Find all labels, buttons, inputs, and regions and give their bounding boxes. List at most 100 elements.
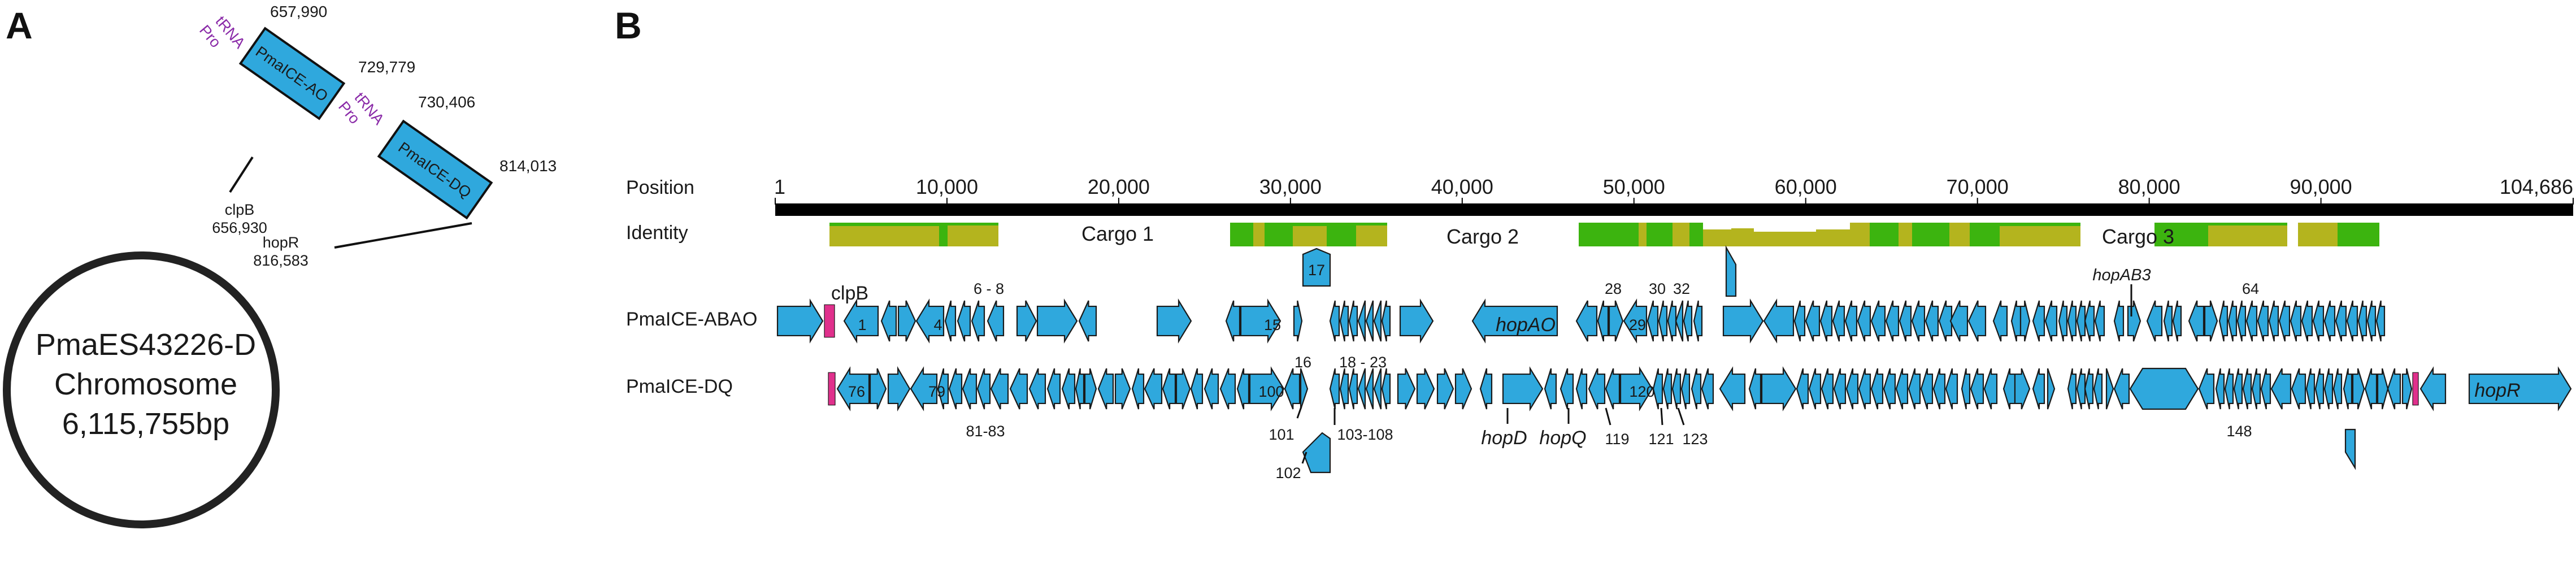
trna-marker bbox=[828, 372, 836, 406]
gene-arrow bbox=[2002, 368, 2016, 410]
gene-abao-up-arrow bbox=[1725, 245, 1737, 297]
gene-arrow bbox=[2257, 300, 2269, 342]
gene-arrow bbox=[1961, 368, 1971, 410]
gene-arrow bbox=[1722, 298, 1764, 344]
gene-arrow bbox=[1597, 300, 1609, 342]
chromosome-type: Chromosome bbox=[54, 367, 237, 401]
abao-gene-30-label: 30 bbox=[1649, 280, 1666, 297]
gene-arrow bbox=[1240, 298, 1282, 344]
gene-arrow bbox=[1162, 368, 1176, 410]
gene-arrow bbox=[1763, 298, 1795, 344]
dq-gene-100-label: 100 bbox=[1258, 383, 1284, 400]
ice-dq-start: 730,406 bbox=[418, 93, 475, 111]
gene-arrow bbox=[1845, 368, 1859, 410]
gene-arrow bbox=[1899, 300, 1912, 342]
axis-tick-label: 30,000 bbox=[1259, 175, 1322, 198]
gene-arrow bbox=[2419, 366, 2447, 411]
gene-arrow bbox=[1675, 300, 1684, 342]
gene-101-pointer-line bbox=[1296, 406, 1302, 419]
gene-arrow bbox=[1885, 300, 1900, 342]
gene-arrow bbox=[962, 368, 978, 410]
connector-line-right bbox=[334, 222, 472, 249]
gene-arrow bbox=[2094, 300, 2105, 342]
dq-gene-76-label: 76 bbox=[848, 383, 865, 400]
gene-arrow bbox=[2163, 300, 2173, 342]
gene-arrow bbox=[2335, 300, 2347, 342]
gene-arrow bbox=[2236, 300, 2247, 342]
gene-arrow bbox=[1061, 368, 1076, 410]
gene-arrow bbox=[1983, 368, 1998, 410]
gene-arrow bbox=[1605, 368, 1621, 410]
axis-tick-label: 104,686 bbox=[2500, 175, 2573, 198]
dq-gene-120-label: 120 bbox=[1629, 383, 1654, 400]
gene-arrow bbox=[1416, 368, 1435, 410]
gene-arrow bbox=[2387, 368, 2401, 410]
abao-gene-32-label: 32 bbox=[1673, 280, 1690, 297]
gene-arrow bbox=[1858, 368, 1871, 410]
gene-arrow bbox=[1932, 368, 1946, 410]
gene-arrow bbox=[2468, 366, 2572, 411]
gene-arrow bbox=[987, 300, 1005, 342]
gene-arrow bbox=[1819, 300, 1833, 342]
gene-arrow bbox=[1970, 368, 1984, 410]
gene-arrow bbox=[1502, 366, 1544, 411]
gene-arrow bbox=[1219, 368, 1236, 410]
gene-arrow bbox=[2291, 368, 2306, 410]
gene-119-pointer-line bbox=[1605, 407, 1611, 426]
dq-gene-101-label: 101 bbox=[1269, 426, 1294, 443]
gene-arrow bbox=[1925, 300, 1939, 342]
gene-arrow bbox=[2227, 300, 2238, 342]
gene-arrow bbox=[1190, 368, 1204, 410]
gene-arrow bbox=[1236, 368, 1250, 410]
gene-arrow bbox=[897, 300, 916, 342]
row-label-abao: PmaICE-ABAO bbox=[626, 309, 757, 330]
connector-line-left bbox=[229, 156, 254, 193]
gene-arrow bbox=[1701, 368, 1714, 410]
gene-arrow bbox=[2093, 368, 2103, 410]
clpb-label-a: clpB bbox=[225, 201, 255, 218]
gene-arrow bbox=[1693, 300, 1703, 342]
axis-tick-label: 60,000 bbox=[1775, 175, 1837, 198]
dq-gene-track bbox=[828, 366, 2572, 412]
dq-hopd-label: hopD bbox=[1481, 427, 1527, 449]
gene-arrow bbox=[2314, 368, 2325, 410]
gene-arrow bbox=[836, 366, 870, 411]
gene-arrow bbox=[1373, 300, 1382, 342]
dq-gene-148-label: 148 bbox=[2226, 423, 2252, 440]
abao-gene-17-label: 17 bbox=[1308, 262, 1325, 279]
gene-arrow bbox=[1895, 368, 1909, 410]
gene-arrow bbox=[1339, 368, 1349, 410]
gene-arrow bbox=[1658, 300, 1668, 342]
gene-arrow bbox=[1623, 298, 1648, 344]
gene-arrow bbox=[2323, 368, 2334, 410]
gene-arrow bbox=[1357, 300, 1366, 342]
gene-arrow bbox=[880, 300, 897, 342]
abao-gene-15-label: 15 bbox=[1264, 316, 1281, 333]
gene-arrow bbox=[1647, 300, 1659, 342]
gene-arrow bbox=[944, 300, 957, 342]
gene-arrow bbox=[843, 298, 879, 344]
gene-arrow bbox=[2105, 368, 2114, 410]
gene-arrow bbox=[2343, 368, 2353, 410]
dq-hopr-label: hopR bbox=[2474, 380, 2520, 401]
position-axis-bar bbox=[775, 203, 2573, 216]
gene-17 bbox=[1302, 248, 1331, 287]
gene-arrow bbox=[957, 300, 971, 342]
gene-arrow bbox=[2346, 300, 2358, 342]
gene-arrow bbox=[2268, 300, 2279, 342]
gene-arrow bbox=[1832, 300, 1845, 342]
gene-arrow bbox=[1911, 300, 1926, 342]
ice-dq-element: PmaICE-DQ bbox=[377, 119, 493, 220]
gene-arrow bbox=[887, 366, 911, 412]
chromosome-size: 6,115,755bp bbox=[62, 407, 229, 441]
gene-arrow bbox=[1559, 368, 1574, 410]
abao-gene-1-label: 1 bbox=[858, 316, 866, 333]
gene-arrow bbox=[2352, 368, 2365, 410]
gene-arrow bbox=[1381, 368, 1391, 410]
gene-arrow bbox=[990, 368, 1009, 410]
trna-marker bbox=[824, 304, 835, 338]
gene-arrow bbox=[1544, 368, 1557, 410]
gene-arrow bbox=[2312, 300, 2325, 342]
gene-arrow bbox=[1662, 368, 1673, 410]
gene-arrow bbox=[1357, 368, 1366, 410]
